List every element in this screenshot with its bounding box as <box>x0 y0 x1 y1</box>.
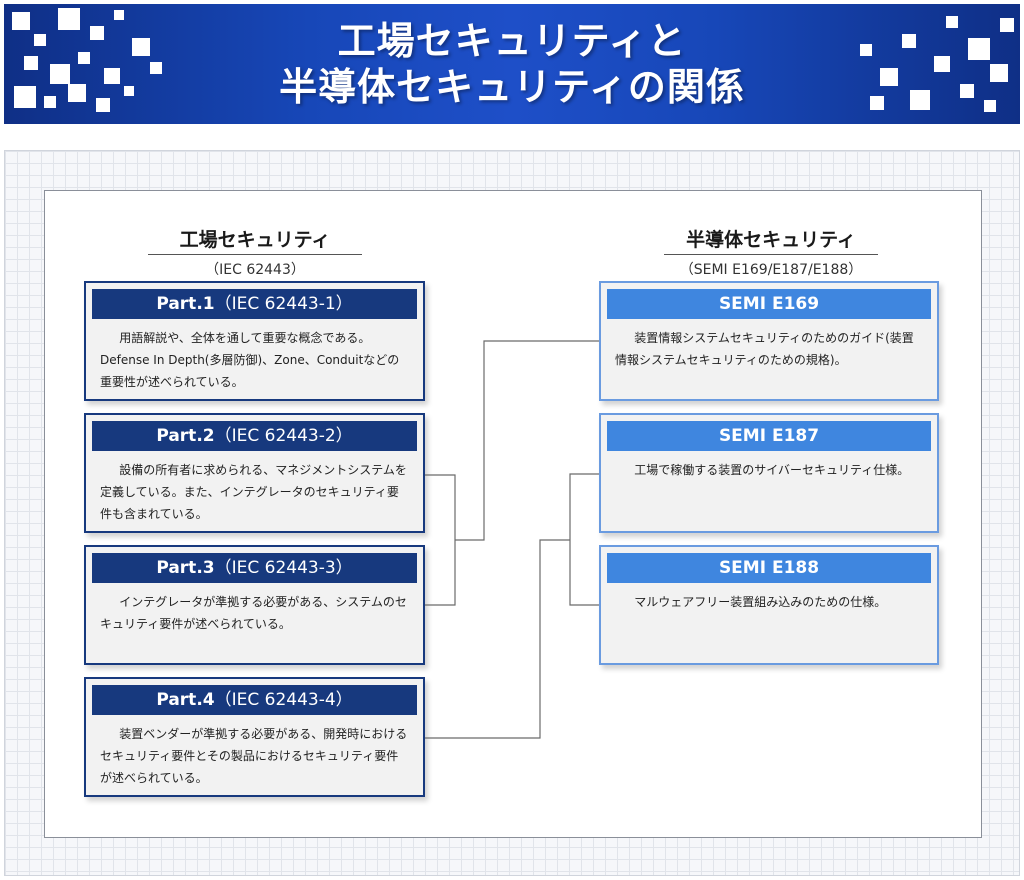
pixel-square <box>880 68 898 86</box>
card-part2-text: 設備の所有者に求められる、マネジメントシステムを定義している。また、インテグレー… <box>100 463 407 521</box>
pixel-square <box>90 26 104 40</box>
pixel-decoration-left <box>4 4 174 124</box>
card-semi-e188-header: SEMI E188 <box>607 553 931 583</box>
page-title: 工場セキュリティと 半導体セキュリティの関係 <box>4 18 1020 110</box>
pixel-square <box>114 10 124 20</box>
pixel-square <box>934 56 950 72</box>
pixel-square <box>132 38 150 56</box>
pixel-square <box>910 90 930 110</box>
card-semi-e188: SEMI E188 マルウェアフリー装置組み込みのための仕様。 <box>599 545 939 665</box>
right-column-heading: 半導体セキュリティ （SEMI E169/E187/E188） <box>663 225 879 279</box>
pixel-square <box>124 86 134 96</box>
pixel-square <box>96 98 110 112</box>
pixel-decoration-right <box>850 4 1020 124</box>
card-part4-label: Part.4 <box>156 690 215 710</box>
pixel-square <box>984 100 996 112</box>
left-column-heading: 工場セキュリティ （IEC 62443） <box>147 225 363 279</box>
card-semi-e187: SEMI E187 工場で稼働する装置のサイバーセキュリティ仕様。 <box>599 413 939 533</box>
card-semi-e187-label: SEMI E187 <box>718 426 820 446</box>
pixel-square <box>1000 18 1014 32</box>
pixel-square <box>960 84 974 98</box>
card-part3-label: Part.3 <box>156 558 215 578</box>
card-semi-e169: SEMI E169 装置情報システムセキュリティのためのガイド(装置情報システム… <box>599 281 939 401</box>
page-title-line2: 半導体セキュリティの関係 <box>279 65 745 109</box>
card-semi-e188-text: マルウェアフリー装置組み込みのための仕様。 <box>634 595 887 609</box>
pixel-square <box>24 56 38 70</box>
pixel-square <box>68 84 86 102</box>
card-part1-text: 用語解説や、全体を通して重要な概念である。Defense In Depth(多層… <box>100 331 400 389</box>
card-semi-e169-text: 装置情報システムセキュリティのためのガイド(装置情報システムセキュリティのための… <box>615 331 914 367</box>
card-part4-header: Part.4（IEC 62443-4） <box>92 685 417 715</box>
pixel-square <box>44 96 56 108</box>
card-part1: Part.1（IEC 62443-1） 用語解説や、全体を通して重要な概念である… <box>84 281 425 401</box>
card-semi-e169-label: SEMI E169 <box>718 294 820 314</box>
card-semi-e187-header: SEMI E187 <box>607 421 931 451</box>
card-part2-header: Part.2（IEC 62443-2） <box>92 421 417 451</box>
pixel-square <box>968 38 990 60</box>
pixel-square <box>58 8 80 30</box>
card-part3-header: Part.3（IEC 62443-3） <box>92 553 417 583</box>
factory-security-subtitle: （IEC 62443） <box>205 262 305 278</box>
pixel-square <box>78 52 90 64</box>
pixel-square <box>50 64 70 84</box>
card-part1-label: Part.1 <box>156 294 215 314</box>
pixel-square <box>946 16 958 28</box>
semiconductor-security-title: 半導体セキュリティ <box>664 225 878 255</box>
card-semi-e169-header: SEMI E169 <box>607 289 931 319</box>
card-part3: Part.3（IEC 62443-3） インテグレータが準拠する必要がある、シス… <box>84 545 425 665</box>
pixel-square <box>12 12 30 30</box>
pixel-square <box>860 44 872 56</box>
card-part3-text: インテグレータが準拠する必要がある、システムのセキュリティ要件が述べられている。 <box>100 595 407 631</box>
pixel-square <box>104 68 120 84</box>
card-part1-code: （IEC 62443-1） <box>214 294 353 314</box>
pixel-square <box>990 64 1008 82</box>
card-part2-code: （IEC 62443-2） <box>214 426 353 446</box>
card-part4-text: 装置ベンダーが準拠する必要がある、開発時におけるセキュリティ要件とその製品におけ… <box>100 727 408 785</box>
card-semi-e188-label: SEMI E188 <box>718 558 820 578</box>
card-semi-e187-text: 工場で稼働する装置のサイバーセキュリティ仕様。 <box>634 463 910 477</box>
pixel-square <box>34 34 46 46</box>
factory-security-title: 工場セキュリティ <box>148 225 362 255</box>
header-banner: 工場セキュリティと 半導体セキュリティの関係 <box>4 4 1020 124</box>
card-part4: Part.4（IEC 62443-4） 装置ベンダーが準拠する必要がある、開発時… <box>84 677 425 797</box>
page-title-line1: 工場セキュリティと <box>337 19 687 63</box>
card-part2: Part.2（IEC 62443-2） 設備の所有者に求められる、マネジメントシ… <box>84 413 425 533</box>
card-part1-header: Part.1（IEC 62443-1） <box>92 289 417 319</box>
pixel-square <box>902 34 916 48</box>
card-part2-label: Part.2 <box>156 426 215 446</box>
pixel-square <box>14 86 36 108</box>
card-part3-code: （IEC 62443-3） <box>214 558 353 578</box>
semiconductor-security-subtitle: （SEMI E169/E187/E188） <box>679 262 863 278</box>
card-part4-code: （IEC 62443-4） <box>214 690 353 710</box>
pixel-square <box>150 62 162 74</box>
pixel-square <box>870 96 884 110</box>
